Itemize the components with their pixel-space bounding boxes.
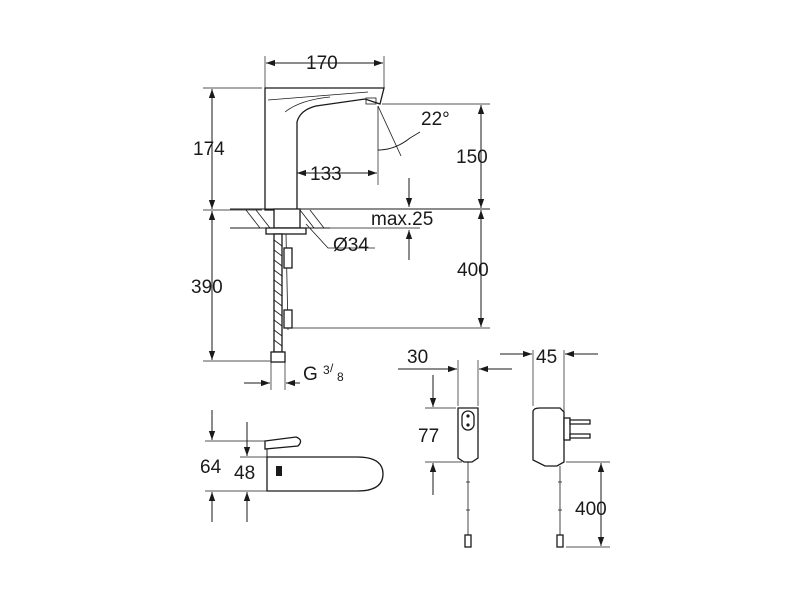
label-max25: max.25 xyxy=(371,209,433,230)
label-diameter-34: Ø34 xyxy=(333,235,369,256)
label-thread-g: G xyxy=(303,364,318,385)
sensor-beam xyxy=(377,105,402,157)
label-400-cable: 400 xyxy=(457,260,489,281)
plug-base xyxy=(563,417,571,441)
transformer-side-view: 45 400 xyxy=(500,347,610,548)
faucet-body xyxy=(264,87,385,211)
deck-hatch xyxy=(245,209,325,229)
label-174: 174 xyxy=(193,139,225,160)
label-150: 150 xyxy=(456,147,488,168)
faucet-top-edge xyxy=(267,91,369,101)
label-30: 30 xyxy=(407,347,428,368)
angle-arc-22 xyxy=(377,137,411,151)
top-view-lever xyxy=(264,436,302,450)
label-45: 45 xyxy=(536,347,557,368)
label-48: 48 xyxy=(234,463,255,484)
label-400-transformer: 400 xyxy=(575,499,607,520)
spout-highlight xyxy=(284,96,331,113)
cable-end xyxy=(283,309,293,329)
label-22-degrees: 22° xyxy=(421,109,450,130)
socket-pin-top xyxy=(466,414,470,418)
front-cable-plug xyxy=(464,534,472,548)
label-thread-sup: 3 xyxy=(323,363,330,377)
label-170: 170 xyxy=(306,53,338,74)
label-133: 133 xyxy=(310,164,342,185)
cable-marks xyxy=(466,481,470,511)
sensor-window xyxy=(276,466,282,476)
hose-connector xyxy=(270,351,286,363)
faucet-side-view: 170 174 22° 133 150 max.25 Ø34 390 400 G… xyxy=(191,53,490,390)
plug-pin-bottom xyxy=(569,433,591,439)
mounting-nut xyxy=(265,227,307,235)
spout-outlet xyxy=(365,97,377,105)
mounting-shank xyxy=(273,208,301,229)
label-thread-sub: 8 xyxy=(337,370,344,384)
cable-plug xyxy=(283,247,293,269)
label-64: 64 xyxy=(200,457,222,478)
label-77: 77 xyxy=(418,426,439,447)
faucet-top-view: 64 48 xyxy=(200,410,384,522)
socket-pin-bottom xyxy=(466,423,470,427)
transformer-side-body xyxy=(532,407,565,467)
diameter-leader xyxy=(305,223,375,249)
thread-slash: / xyxy=(330,361,334,375)
plug-pin-top xyxy=(569,419,591,425)
top-view-body xyxy=(266,456,384,492)
transformer-front-view: 30 77 xyxy=(398,347,512,548)
side-cable-plug xyxy=(556,534,564,548)
hose-braid xyxy=(273,239,283,347)
label-390: 390 xyxy=(191,277,223,298)
socket-outline xyxy=(461,410,475,431)
